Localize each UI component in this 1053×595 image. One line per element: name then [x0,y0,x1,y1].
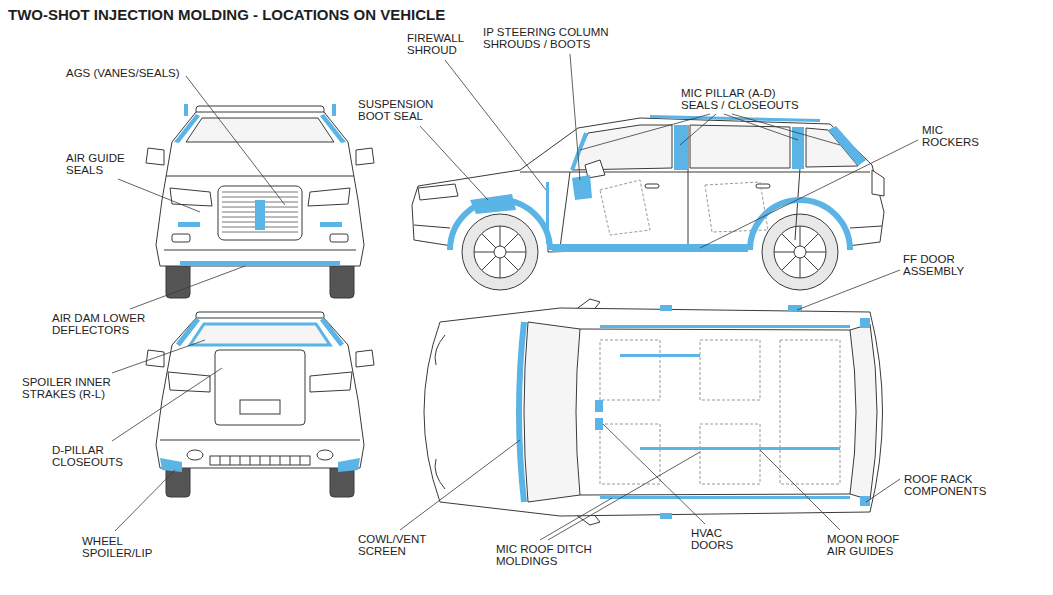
label-line: HVAC [691,527,733,539]
label-line: DOORS [691,539,733,551]
label-line: AIR DAM LOWER [52,312,145,324]
part-label: IP STEERING COLUMN SHROUDS / BOOTS [483,26,609,50]
label-line: AIR GUIDES [827,545,899,557]
part-label: COWL/VENT SCREEN [358,533,426,557]
label-line: STRAKES (R-L) [22,388,111,400]
label-line: SPOILER INNER [22,376,111,388]
label-line: IP STEERING COLUMN [483,26,609,38]
part-label: FF DOOR ASSEMBLY [903,253,964,277]
part-label: AGS (VANES/SEALS) [66,67,180,79]
label-line: MIC [922,124,979,136]
label-line: MOON ROOF [827,533,899,545]
label-line: SEALS [66,164,125,176]
label-line: DEFLECTORS [52,324,145,336]
label-line: SUSPENSION [358,98,433,110]
label-line: SEALS / CLOSEOUTS [681,99,799,111]
label-line: WHEEL [82,535,152,547]
part-label: HVAC DOORS [691,527,733,551]
part-label: AIR GUIDE SEALS [66,152,125,176]
label-line: SHROUD [407,44,464,56]
part-label: FIREWALL SHROUD [407,32,464,56]
part-label: MIC ROCKERS [922,124,979,148]
part-label: SPOILER INNER STRAKES (R-L) [22,376,111,400]
label-line: D-PILLAR [52,444,123,456]
label-line: ROCKERS [922,136,979,148]
label-line: COWL/VENT [358,533,426,545]
label-line: SPOILER/LIP [82,547,152,559]
part-label: WHEEL SPOILER/LIP [82,535,152,559]
label-line: MIC PILLAR (A-D) [681,87,799,99]
part-label: AIR DAM LOWER DEFLECTORS [52,312,145,336]
label-line: ROOF RACK [904,473,986,485]
label-line: CLOSEOUTS [52,456,123,468]
label-line: COMPONENTS [904,485,986,497]
label-line: FF DOOR [903,253,964,265]
label-line: AGS (VANES/SEALS) [66,67,180,79]
label-line: FIREWALL [407,32,464,44]
part-label: ROOF RACK COMPONENTS [904,473,986,497]
label-line: ASSEMBLY [903,265,964,277]
part-label: MIC ROOF DITCH MOLDINGS [496,543,592,567]
label-line: SHROUDS / BOOTS [483,38,609,50]
part-label: MIC PILLAR (A-D) SEALS / CLOSEOUTS [681,87,799,111]
label-line: AIR GUIDE [66,152,125,164]
label-line: SCREEN [358,545,426,557]
part-label: D-PILLAR CLOSEOUTS [52,444,123,468]
label-line: MIC ROOF DITCH [496,543,592,555]
part-label: MOON ROOF AIR GUIDES [827,533,899,557]
part-label: SUSPENSION BOOT SEAL [358,98,433,122]
diagram-title: TWO-SHOT INJECTION MOLDING - LOCATIONS O… [8,6,445,23]
label-line: BOOT SEAL [358,110,433,122]
label-line: MOLDINGS [496,555,592,567]
